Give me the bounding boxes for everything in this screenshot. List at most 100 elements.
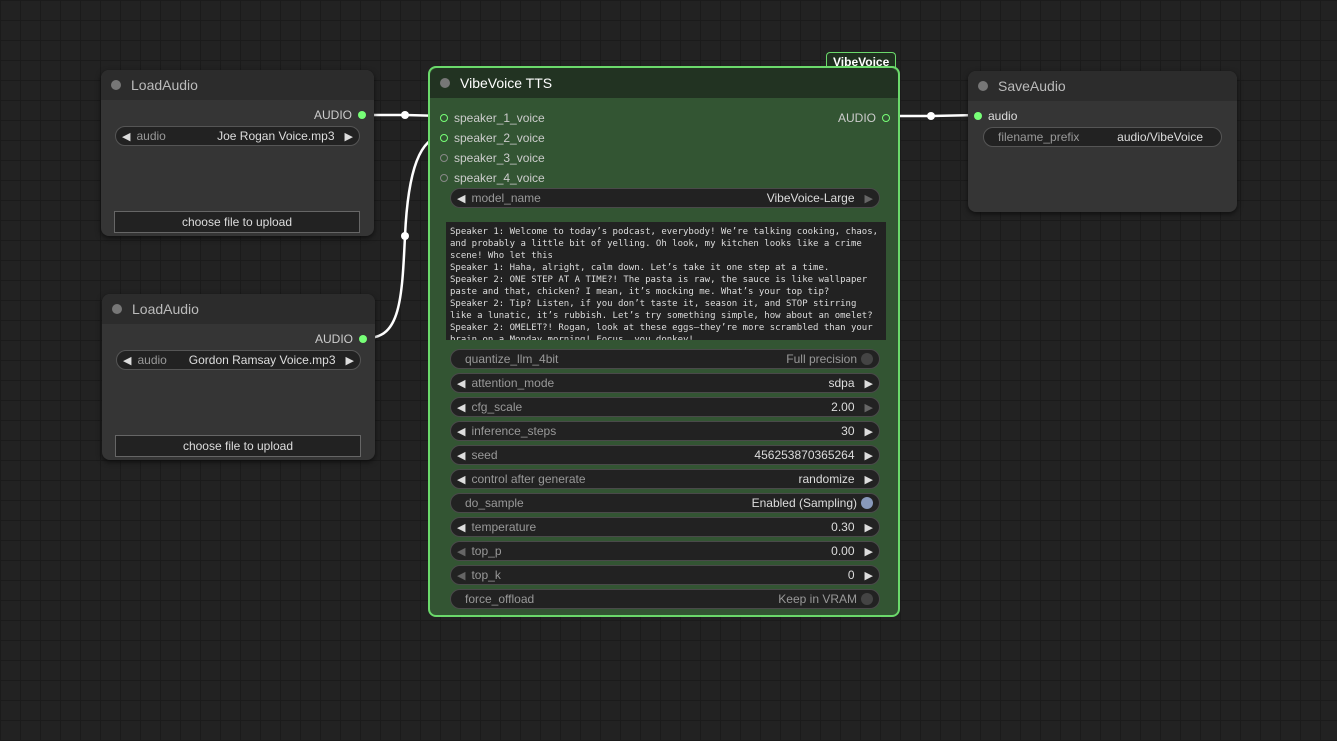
widget-label: seed (471, 448, 498, 462)
node-title: LoadAudio (131, 77, 198, 93)
right-arrow-icon[interactable]: ▶ (864, 521, 873, 534)
audio-combo[interactable]: ◀ audio Joe Rogan Voice.mp3 ▶ (115, 126, 360, 146)
speaker-1-input[interactable]: speaker_1_voice (440, 111, 545, 125)
left-arrow-icon[interactable]: ◀ (123, 354, 132, 367)
input-dot-icon[interactable] (440, 114, 448, 122)
right-arrow-icon[interactable]: ▶ (864, 377, 873, 390)
left-arrow-icon[interactable]: ◀ (457, 521, 466, 534)
widget-label: audio (136, 129, 166, 143)
left-arrow-icon[interactable]: ◀ (457, 377, 466, 390)
left-arrow-icon[interactable]: ◀ (457, 425, 466, 438)
right-arrow-icon[interactable]: ▶ (864, 545, 873, 558)
right-arrow-icon[interactable]: ▶ (345, 354, 354, 367)
left-arrow-icon[interactable]: ◀ (457, 569, 466, 582)
input-label: speaker_2_voice (454, 131, 545, 145)
output-dot-icon[interactable] (359, 335, 367, 343)
widget-label: cfg_scale (471, 400, 523, 414)
widget-label: inference_steps (471, 424, 557, 438)
output-label: AUDIO (314, 332, 353, 346)
load-audio-node-2[interactable]: LoadAudio AUDIO ◀ audio Gordon Ramsay Vo… (102, 294, 375, 460)
audio-input-slot[interactable]: audio (974, 109, 1017, 123)
node-title-bar[interactable]: VibeVoice TTS (430, 68, 898, 98)
speaker-2-input[interactable]: speaker_2_voice (440, 131, 545, 145)
widget-value: audio/VibeVoice (1117, 130, 1203, 144)
input-dot-icon[interactable] (440, 174, 448, 182)
toggle-icon[interactable] (861, 353, 873, 365)
collapse-dot-icon[interactable] (440, 78, 450, 88)
input-dot-icon[interactable] (440, 154, 448, 162)
right-arrow-icon[interactable]: ▶ (864, 192, 873, 205)
widget-value: sdpa (828, 376, 855, 390)
widget-value: VibeVoice-Large (766, 191, 855, 205)
toggle-icon[interactable] (861, 593, 873, 605)
load-audio-node-1[interactable]: LoadAudio AUDIO ◀ audio Joe Rogan Voice.… (101, 70, 374, 236)
widget-value: Keep in VRAM (778, 592, 857, 606)
save-audio-node[interactable]: SaveAudio audio filename_prefix audio/Vi… (968, 71, 1237, 212)
widget-label: quantize_llm_4bit (465, 352, 559, 366)
left-arrow-icon[interactable]: ◀ (457, 545, 466, 558)
node-title-bar[interactable]: LoadAudio (102, 294, 375, 324)
audio-output-slot[interactable]: AUDIO (315, 332, 367, 346)
output-dot-icon[interactable] (882, 114, 890, 122)
left-arrow-icon[interactable]: ◀ (457, 401, 466, 414)
right-arrow-icon[interactable]: ▶ (864, 401, 873, 414)
right-arrow-icon[interactable]: ▶ (864, 449, 873, 462)
text-input[interactable]: Speaker 1: Welcome to today’s podcast, e… (446, 222, 886, 340)
input-dot-icon[interactable] (440, 134, 448, 142)
left-arrow-icon[interactable]: ◀ (457, 449, 466, 462)
collapse-dot-icon[interactable] (111, 80, 121, 90)
output-dot-icon[interactable] (358, 111, 366, 119)
input-dot-icon[interactable] (974, 112, 982, 120)
right-arrow-icon[interactable]: ▶ (864, 473, 873, 486)
node-title: SaveAudio (998, 78, 1066, 94)
right-arrow-icon[interactable]: ▶ (344, 130, 353, 143)
widget-label: top_k (471, 568, 501, 582)
node-title-bar[interactable]: LoadAudio (101, 70, 374, 100)
audio-output-slot[interactable]: AUDIO (838, 111, 890, 125)
right-arrow-icon[interactable]: ▶ (864, 569, 873, 582)
toggle-icon[interactable] (861, 497, 873, 509)
node-title-bar[interactable]: SaveAudio (968, 71, 1237, 101)
widget-value: 30 (841, 424, 855, 438)
right-arrow-icon[interactable]: ▶ (864, 425, 873, 438)
node-title: VibeVoice TTS (460, 75, 553, 91)
output-label: AUDIO (837, 111, 876, 125)
widget-seed[interactable]: ◀ seed 456253870365264 ▶ (450, 445, 880, 465)
widget-attention-mode[interactable]: ◀ attention_mode sdpa ▶ (450, 373, 880, 393)
widget-label: control after generate (471, 472, 586, 486)
input-label: audio (988, 109, 1018, 123)
widget-inference-steps[interactable]: ◀ inference_steps 30 ▶ (450, 421, 880, 441)
speaker-3-input[interactable]: speaker_3_voice (440, 151, 545, 165)
input-label: speaker_4_voice (454, 171, 545, 185)
widget-label: attention_mode (471, 376, 555, 390)
widget-cfg-scale[interactable]: ◀ cfg_scale 2.00 ▶ (450, 397, 880, 417)
upload-button[interactable]: choose file to upload (114, 211, 360, 233)
node-title: LoadAudio (132, 301, 199, 317)
left-arrow-icon[interactable]: ◀ (457, 473, 466, 486)
left-arrow-icon[interactable]: ◀ (122, 130, 131, 143)
widget-label: temperature (471, 520, 537, 534)
audio-combo[interactable]: ◀ audio Gordon Ramsay Voice.mp3 ▶ (116, 350, 361, 370)
widget-value: 2.00 (831, 400, 855, 414)
left-arrow-icon[interactable]: ◀ (457, 192, 466, 205)
collapse-dot-icon[interactable] (978, 81, 988, 91)
filename-prefix-field[interactable]: filename_prefix audio/VibeVoice (983, 127, 1222, 147)
model-name-combo[interactable]: ◀ model_name VibeVoice-Large ▶ (450, 188, 880, 208)
output-label: AUDIO (313, 108, 352, 122)
vibevoice-tts-node[interactable]: VibeVoice TTS speaker_1_voice speaker_2_… (428, 66, 900, 617)
speaker-4-input[interactable]: speaker_4_voice (440, 171, 545, 185)
collapse-dot-icon[interactable] (112, 304, 122, 314)
widget-value: Joe Rogan Voice.mp3 (217, 129, 335, 143)
widget-label: do_sample (465, 496, 524, 510)
upload-button[interactable]: choose file to upload (115, 435, 361, 457)
audio-output-slot[interactable]: AUDIO (314, 108, 366, 122)
widget-value: 456253870365264 (754, 448, 855, 462)
widget-label: top_p (471, 544, 502, 558)
